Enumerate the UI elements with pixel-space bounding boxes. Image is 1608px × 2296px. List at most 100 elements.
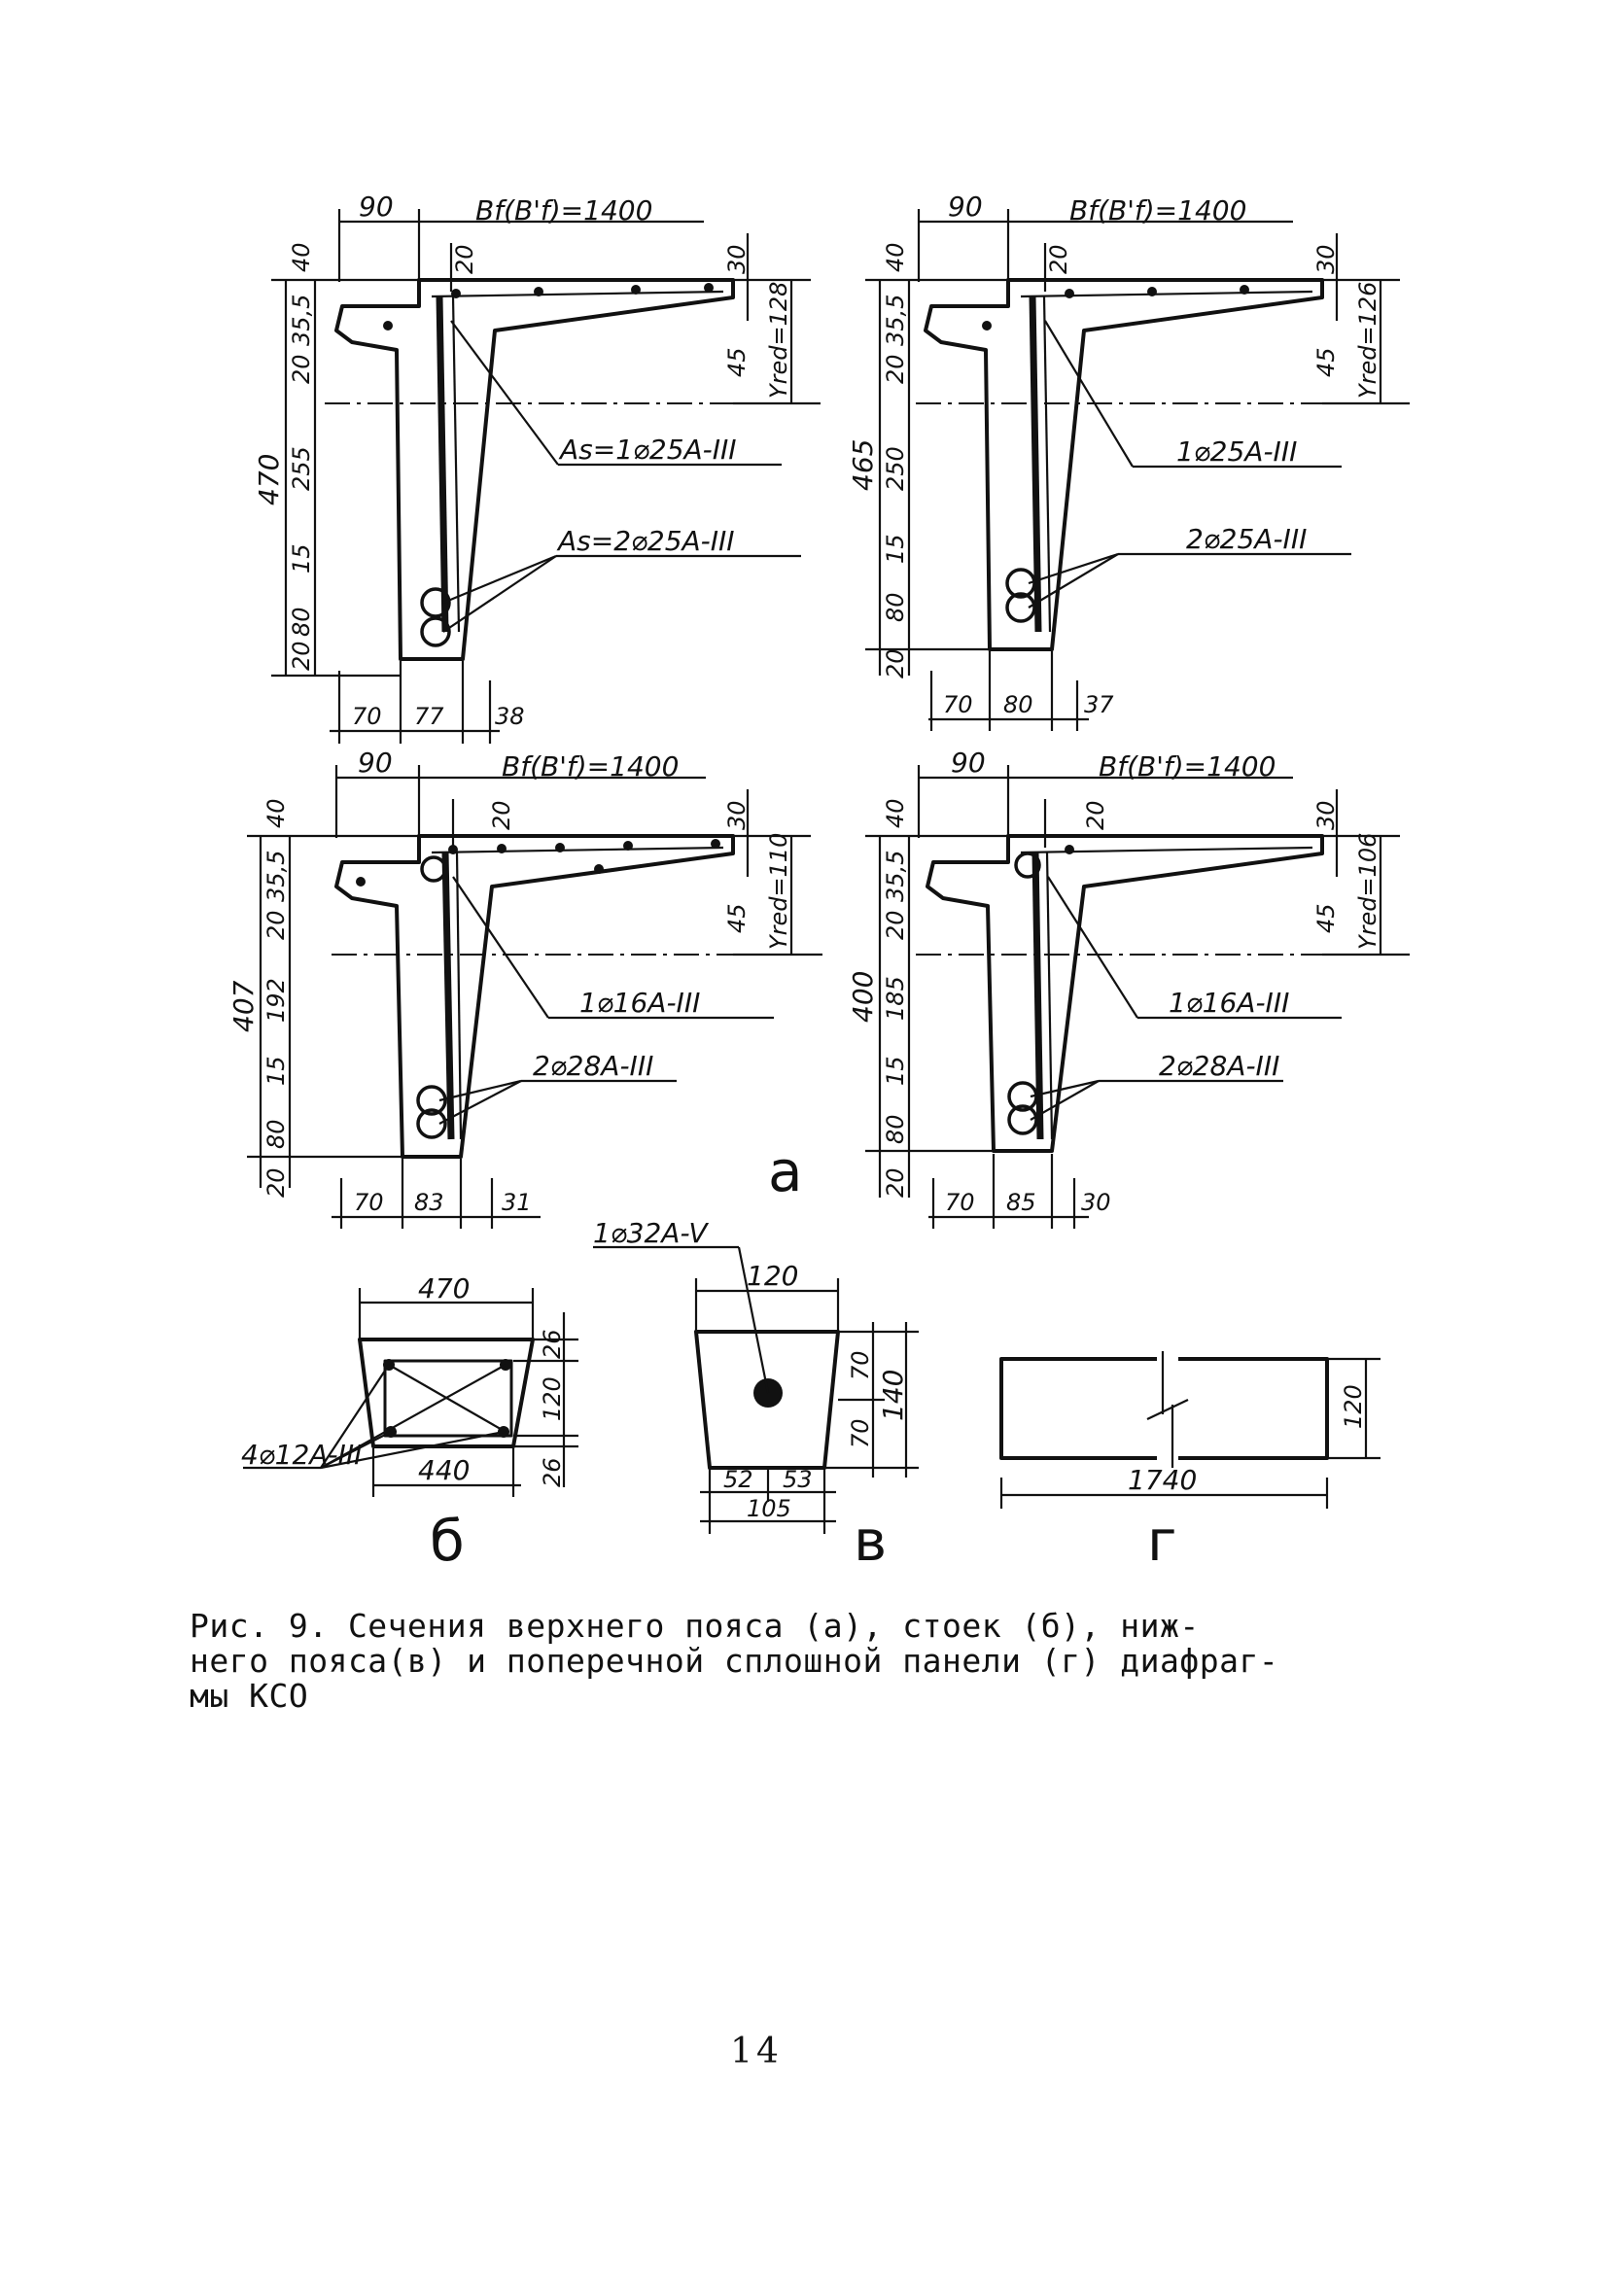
a2-bdim-1: 80 <box>1003 691 1033 718</box>
section-a1-outline <box>334 278 735 661</box>
section-a3: 90 Bf(B'f)=1400 20 30 45 Yred=110 40 35,… <box>227 747 822 1229</box>
a4-width-label: Bf(B'f)=1400 <box>1099 750 1276 783</box>
a1-dim-45: 45 <box>723 347 751 377</box>
a4-dim-20: 20 <box>1082 800 1109 830</box>
section-g-outline-left <box>999 1357 1157 1460</box>
b-top-width: 470 <box>418 1272 470 1305</box>
a3-ldim-5: 80 <box>262 1119 290 1149</box>
a2-ldim-4: 15 <box>882 534 909 564</box>
section-a3-outline <box>334 834 735 1159</box>
a2-dim-20: 20 <box>1045 244 1072 274</box>
a3-callout-bottom-bars: 2⌀28A-III <box>533 1050 653 1082</box>
a2-dim-90: 90 <box>948 191 983 223</box>
b-rdim-0: 26 <box>539 1329 566 1359</box>
letter-g: г <box>1147 1508 1176 1574</box>
section-g: 1740 120 г <box>999 1351 1381 1574</box>
a4-dim-90: 90 <box>951 747 986 779</box>
a4-bdim-0: 70 <box>945 1189 975 1216</box>
a3-bdim-2: 31 <box>502 1189 532 1216</box>
caption-line-1: Рис. 9. Сечения верхнего пояса (а), стое… <box>190 1607 1200 1645</box>
v-bottom-total: 105 <box>747 1495 791 1522</box>
a1-ldim-5: 80 <box>288 607 315 637</box>
a3-callout-top-bar: 1⌀16A-III <box>579 987 700 1019</box>
a4-ldim-5: 80 <box>882 1114 909 1144</box>
a4-ldim-3: 185 <box>882 976 909 1021</box>
a2-ldim-0: 40 <box>882 242 909 272</box>
a1-width-label: Bf(B'f)=1400 <box>475 194 652 226</box>
a2-dim-30: 30 <box>1312 244 1340 274</box>
a4-ldim-0: 40 <box>882 798 909 828</box>
section-v: 1⌀32A-V 120 52 53 105 70 70 140 в <box>593 1217 919 1574</box>
section-a2: 90 Bf(B'f)=1400 20 30 45 Yred=126 40 35,… <box>847 191 1410 731</box>
a3-yred: Yred=110 <box>765 833 792 950</box>
b-rebar: 4⌀12A-III <box>241 1439 362 1471</box>
b-rdim-1: 120 <box>539 1376 566 1421</box>
v-bdim-0: 52 <box>723 1466 753 1493</box>
section-a4-outline <box>926 834 1324 1153</box>
a4-ldim-4: 15 <box>882 1056 909 1086</box>
caption-line-3: мы КСО <box>190 1677 309 1715</box>
section-a4: 90 Bf(B'f)=1400 20 30 45 Yred=106 40 35,… <box>847 747 1410 1229</box>
section-a2-outline <box>924 278 1324 651</box>
a1-ldim-2: 20 <box>288 354 315 384</box>
a4-callout-bottom-bars: 2⌀28A-III <box>1159 1050 1279 1082</box>
a2-ldim-1: 35,5 <box>882 295 909 346</box>
a3-dim-90: 90 <box>358 747 393 779</box>
a3-bdim-0: 70 <box>354 1189 384 1216</box>
a4-callout-top-bar: 1⌀16A-III <box>1169 987 1289 1019</box>
letter-b: б <box>430 1508 465 1574</box>
a3-bdim-1: 83 <box>414 1189 444 1216</box>
a1-total-height: 470 <box>253 454 285 505</box>
v-right-total: 140 <box>877 1370 909 1421</box>
a4-dim-45: 45 <box>1312 903 1340 933</box>
a4-ldim-1: 35,5 <box>882 851 909 902</box>
a1-ldim-0: 40 <box>288 242 315 272</box>
a3-dim-20: 20 <box>488 800 515 830</box>
a2-ldim-6: 20 <box>882 648 909 678</box>
b-rdim-2: 26 <box>539 1457 566 1487</box>
a2-callout-bottom-bars: 2⌀25A-III <box>1186 523 1307 555</box>
a4-ldim-2: 20 <box>882 910 909 940</box>
a4-dim-30: 30 <box>1312 800 1340 830</box>
a1-callout-top-bar: As=1⌀25A-III <box>558 434 737 466</box>
a3-ldim-4: 15 <box>262 1056 290 1086</box>
a2-dim-45: 45 <box>1312 347 1340 377</box>
v-rdim-1: 70 <box>847 1418 874 1448</box>
a2-callout-top-bar: 1⌀25A-III <box>1176 435 1297 468</box>
section-a1: 90 Bf(B'f)=1400 20 30 45 Yred=128 40 35,… <box>253 191 821 744</box>
a1-ldim-3: 255 <box>288 446 315 491</box>
a1-bdim-2: 38 <box>495 703 525 730</box>
a4-yred: Yred=106 <box>1354 833 1381 950</box>
a1-dim-30: 30 <box>723 244 751 274</box>
b-bottom-width: 440 <box>418 1454 470 1486</box>
a4-total-height: 400 <box>847 971 879 1023</box>
a1-ldim-6: 20 <box>288 641 315 671</box>
a1-bdim-0: 70 <box>352 703 382 730</box>
a2-yred: Yred=126 <box>1354 282 1381 399</box>
caption-line-2: него пояса(в) и поперечной сплошной пане… <box>190 1642 1279 1680</box>
section-b: 470 440 26 120 26 4⌀12A-III б <box>241 1272 578 1574</box>
a4-bdim-1: 85 <box>1006 1189 1036 1216</box>
a2-width-label: Bf(B'f)=1400 <box>1069 194 1246 226</box>
a1-dim-90: 90 <box>359 191 394 223</box>
figure-9-drawing: 90 Bf(B'f)=1400 20 30 45 Yred=128 40 35,… <box>227 191 1410 1574</box>
a1-bdim-1: 77 <box>414 703 444 730</box>
a3-total-height: 407 <box>227 980 260 1032</box>
v-rebar: 1⌀32A-V <box>593 1217 709 1249</box>
a2-ldim-5: 80 <box>882 592 909 622</box>
a3-dim-30: 30 <box>723 800 751 830</box>
a2-bdim-0: 70 <box>943 691 973 718</box>
a1-ldim-4: 15 <box>288 543 315 574</box>
section-g-outline-right <box>1178 1357 1329 1460</box>
g-height: 120 <box>1340 1384 1367 1429</box>
a3-ldim-1: 35,5 <box>262 851 290 902</box>
g-length: 1740 <box>1128 1464 1197 1496</box>
a2-ldim-3: 250 <box>882 446 909 491</box>
v-bdim-1: 53 <box>783 1466 813 1493</box>
a3-width-label: Bf(B'f)=1400 <box>502 750 679 783</box>
a2-bdim-2: 37 <box>1084 691 1114 718</box>
a1-ldim-1: 35,5 <box>288 295 315 346</box>
a3-dim-45: 45 <box>723 903 751 933</box>
a1-dim-20: 20 <box>451 244 478 274</box>
